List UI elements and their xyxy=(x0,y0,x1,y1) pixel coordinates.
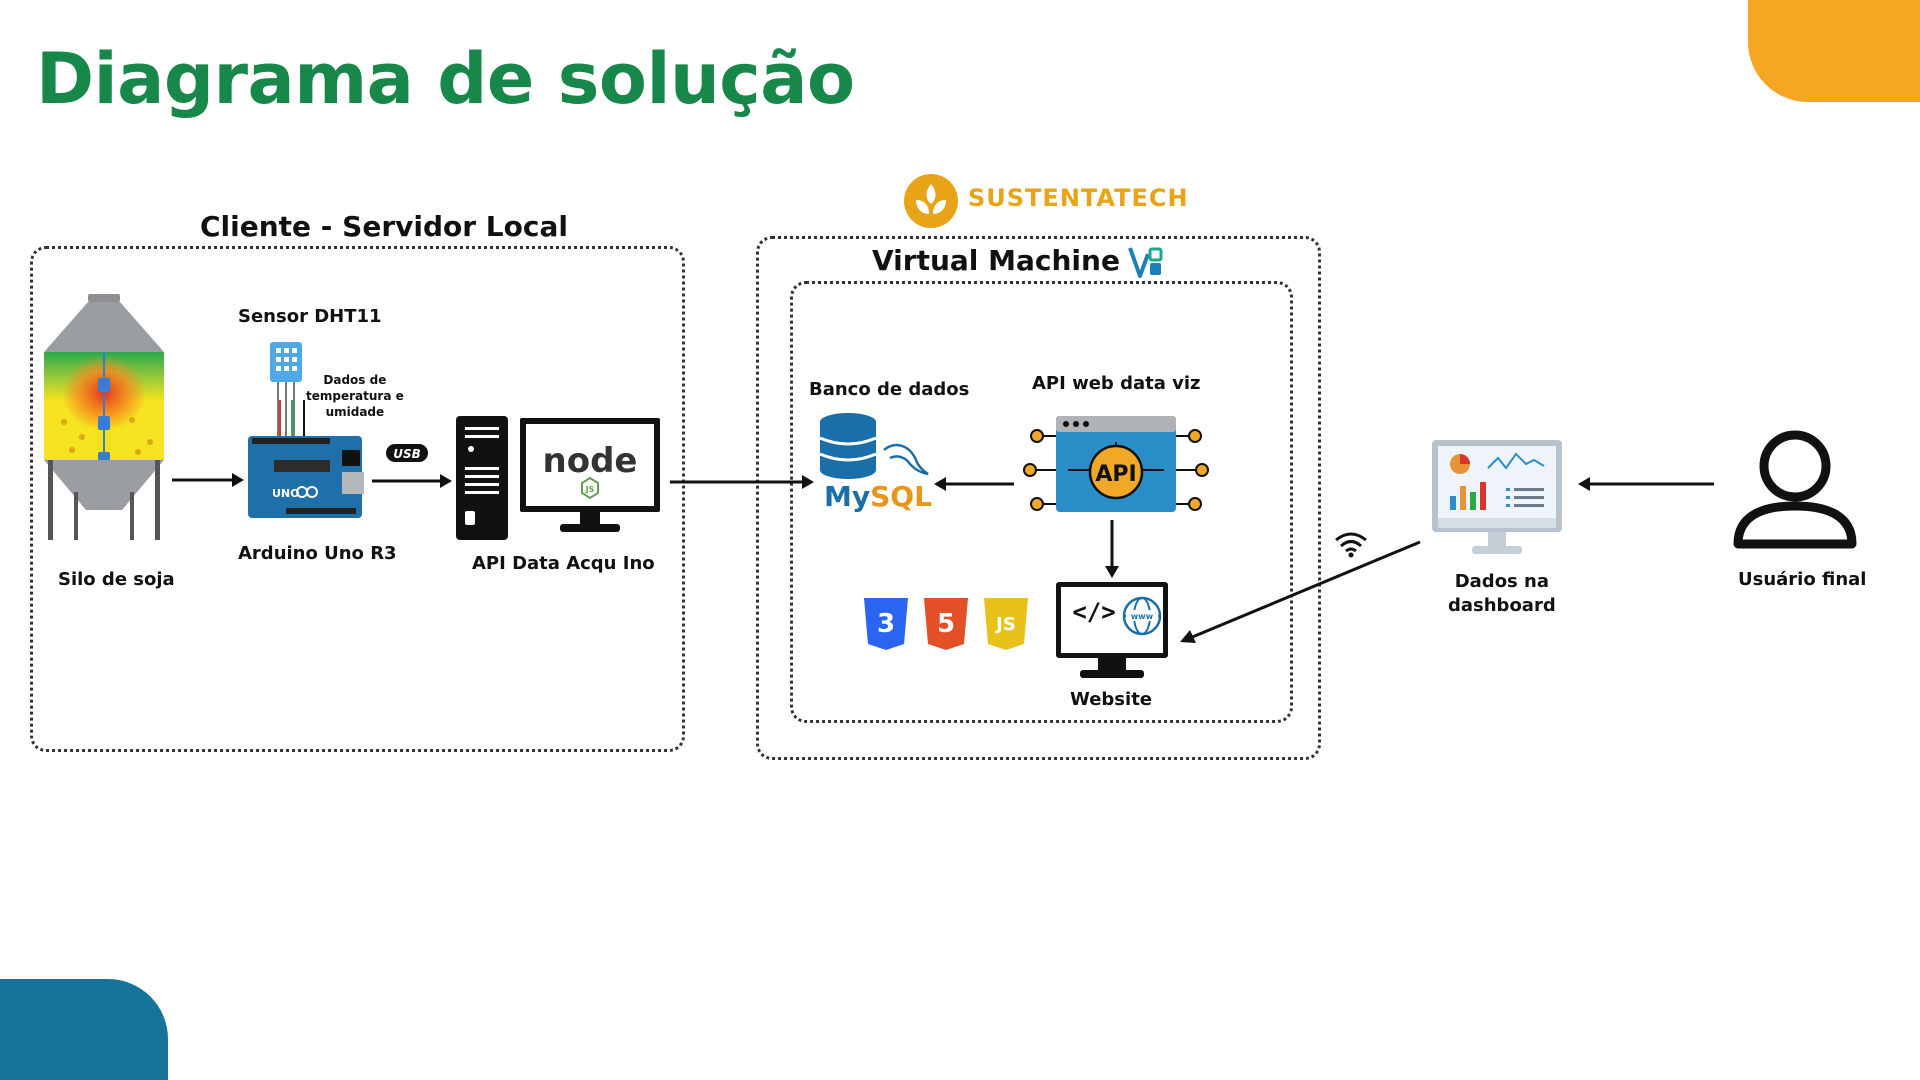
page-title: Diagrama de solução xyxy=(36,38,855,120)
website-label: Website xyxy=(1070,689,1153,710)
user-icon xyxy=(1733,430,1857,549)
silo-icon xyxy=(44,294,164,540)
sensor-data-label: Dados de temperatura e umidade xyxy=(306,372,404,421)
js-text: JS xyxy=(994,614,1016,635)
arrow-api-to-database xyxy=(934,477,1014,491)
nodejs-logo: node xyxy=(543,441,638,481)
mysql-logo: MySQL xyxy=(819,413,932,513)
html5-text: 5 xyxy=(937,609,955,639)
nodejs-sub: JS xyxy=(585,485,595,494)
css3-text: 3 xyxy=(877,609,895,639)
arduino-board-icon: UNO xyxy=(248,436,364,518)
vm-inner-box xyxy=(790,281,1293,723)
js-icon: JS xyxy=(984,598,1028,650)
html5-icon: 5 xyxy=(924,598,968,650)
server-tower-icon xyxy=(456,416,508,540)
usb-icon: USB xyxy=(386,444,428,462)
sensor-data-line-3: umidade xyxy=(325,405,385,420)
sensor-label: Sensor DHT11 xyxy=(238,306,382,327)
arrow-arduino-to-server xyxy=(372,474,452,488)
website-globe-text: www xyxy=(1131,612,1154,621)
arrow-user-to-dashboard xyxy=(1578,477,1714,491)
arrow-api-to-website xyxy=(1105,520,1119,578)
web-api-label: API web data viz xyxy=(1032,373,1201,394)
arduino-board-text: UNO xyxy=(272,487,300,500)
vm-logo-icon xyxy=(1128,247,1163,278)
silo-label: Silo de soja xyxy=(58,569,175,590)
website-icon: </> www xyxy=(1056,582,1168,678)
website-code-symbol: </> xyxy=(1072,598,1115,626)
vm-outer-box xyxy=(756,236,1321,760)
local-server-title: Cliente - Servidor Local xyxy=(200,210,568,243)
sensor-data-line-2: temperatura e xyxy=(306,389,404,404)
corner-accent-blue xyxy=(0,979,168,1080)
mysql-logo-text: MySQL xyxy=(824,480,932,513)
brand-name: SUSTENTATECH xyxy=(968,184,1189,212)
dashboard-label-line-1: Dados na xyxy=(1454,571,1549,592)
sensor-data-line-1: Dados de xyxy=(323,373,387,387)
arrow-silo-to-arduino xyxy=(172,473,244,487)
usb-text: USB xyxy=(393,447,421,461)
acq-api-label: API Data Acqu Ino xyxy=(472,553,655,574)
arrow-dashboard-to-website xyxy=(1180,540,1421,643)
api-badge-text: API xyxy=(1095,462,1136,487)
local-server-box xyxy=(30,246,685,752)
css3-icon: 3 xyxy=(864,598,908,650)
dashboard-label: Dados na dashboard xyxy=(1448,570,1556,619)
monitor-icon: node JS xyxy=(520,418,660,532)
api-icon: API xyxy=(1023,416,1209,512)
sensor-wires xyxy=(279,400,305,438)
arrow-server-to-database xyxy=(670,475,814,489)
wifi-icon xyxy=(1335,532,1367,558)
user-label: Usuário final xyxy=(1738,569,1867,590)
database-label: Banco de dados xyxy=(809,379,970,400)
corner-accent-orange xyxy=(1748,0,1920,102)
arduino-label: Arduino Uno R3 xyxy=(238,543,397,564)
dashboard-label-line-2: dashboard xyxy=(1448,595,1556,617)
vm-title: Virtual Machine xyxy=(872,244,1120,277)
dashboard-monitor-icon xyxy=(1432,440,1562,554)
sustentatech-logo xyxy=(904,174,958,228)
dht11-sensor-icon xyxy=(270,342,302,438)
